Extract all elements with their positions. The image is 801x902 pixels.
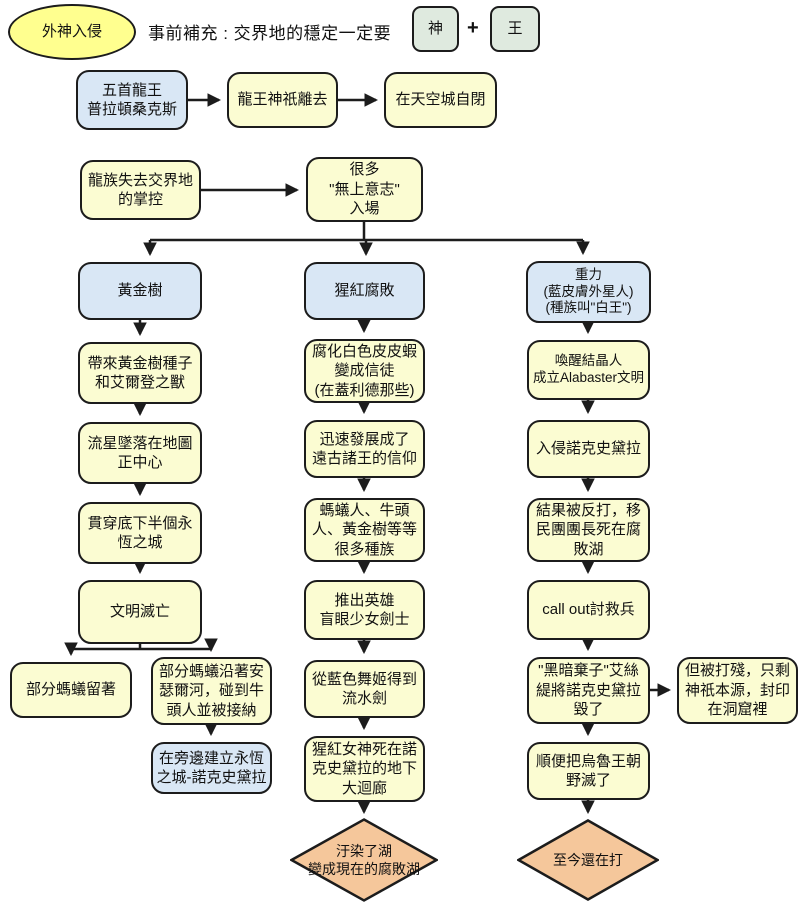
node-label: 部分螞蟻留著 [25,681,116,699]
flow-node-dragon-depart: 龍王神祇離去 [227,72,338,128]
flow-node-grav-callout: call out討救兵 [527,580,650,640]
diamond-shape [517,819,659,901]
origin-label: 外神入侵 [41,23,102,41]
node-label: 推出英雄 盲眼少女劍士 [319,591,410,629]
flow-node-ants-stay: 部分螞蟻留著 [10,662,132,718]
node-label: 但被打殘，只剩 神祇本源，封印 在洞窟裡 [684,662,790,719]
flow-node-outer-gods: 很多 "無上意志" 入場 [306,157,423,222]
god-box: 神 [412,6,459,52]
flow-node-rot-believers: 腐化白色皮皮蝦 變成信徒 (在蓋利德那些) [304,339,425,403]
diamond-shape [290,818,438,902]
flow-node-nokstella: 在旁邊建立永恆 之城-諾克史黛拉 [151,742,272,794]
node-label: 龍王神祇離去 [237,91,328,109]
flow-node-erd-seed: 帶來黃金樹種子 和艾爾登之獸 [78,342,202,404]
node-label: 結果被反打，移 民團團長死在腐 敗湖 [535,501,641,558]
plus-sign: + [467,17,479,39]
node-label: 文明滅亡 [109,603,170,621]
flow-node-ants-river: 部分螞蟻沿著安 瑟爾河，碰到牛 頭人並被接納 [151,657,272,725]
node-label: 在天空城自閉 [395,91,486,109]
caption-text: 事前補充 : 交界地的穩定一定要 [148,24,392,43]
node-label: 貫穿底下半個永 恆之城 [87,514,193,552]
node-label: 迅速發展成了 遠古諸王的信仰 [311,430,417,468]
node-label: 汙染了湖 變成現在的腐敗湖 [308,842,420,877]
node-label: 喚醒結晶人 成立Alabaster文明 [532,353,645,385]
flow-diamond-rot-end: 汙染了湖 變成現在的腐敗湖 [290,818,438,902]
node-label: 在旁邊建立永恆 之城-諾克史黛拉 [156,749,267,787]
god-label: 神 [427,20,443,38]
flow-node-rot-sword: 從藍色舞姬得到 流水劍 [304,660,425,718]
flow-node-dragons-lost: 龍族失去交界地 的掌控 [80,160,201,220]
flow-node-grav-invade: 入侵諾克史黛拉 [527,420,650,478]
flow-node-sky-city: 在天空城自閉 [384,72,497,128]
flow-node-grav-uhl: 順便把烏魯王朝 野滅了 [527,742,650,800]
flow-node-rot-races: 螞蟻人、牛頭 人、黃金樹等等 很多種族 [304,498,425,562]
node-label: 至今還在打 [553,851,623,868]
node-label: 五首龍王 普拉頓桑克斯 [86,81,177,119]
node-label: 順便把烏魯王朝 野滅了 [535,752,641,790]
node-label: 螞蟻人、牛頭 人、黃金樹等等 很多種族 [311,501,417,558]
node-label: 部分螞蟻沿著安 瑟爾河，碰到牛 頭人並被接納 [158,662,264,719]
node-label: 入侵諾克史黛拉 [535,440,641,458]
flow-node-grav-defeated: 結果被反打，移 民團團長死在腐 敗湖 [527,498,650,562]
node-label: 腐化白色皮皮蝦 變成信徒 (在蓋利德那些) [311,342,417,399]
node-label: call out討救兵 [542,601,635,619]
node-label: 帶來黃金樹種子 和艾爾登之獸 [87,354,193,392]
node-label: 重力 (藍皮膚外星人) (種族叫"白王") [543,266,634,316]
flow-node-erd-collapse: 文明滅亡 [78,580,202,644]
node-label: 流星墜落在地圖 正中心 [87,434,193,472]
flow-diamond-grav-end: 至今還在打 [517,819,659,901]
flow-node-erd-pierce: 貫穿底下半個永 恆之城 [78,502,202,564]
flow-node-rot-faith: 迅速發展成了 遠古諸王的信仰 [304,420,425,478]
king-label: 王 [507,20,523,38]
origin-ellipse: 外神入侵 [8,4,136,60]
node-label: 龍族失去交界地 的掌控 [87,171,193,209]
node-label: 很多 "無上意志" 入場 [329,161,400,218]
flow-node-grav-astel: "黑暗棄子"艾絲 緹將諾克史黛拉 毀了 [527,657,650,724]
flow-node-rot-hero: 推出英雄 盲眼少女劍士 [304,580,425,640]
flow-node-grav-sealed: 但被打殘，只剩 神祇本源，封印 在洞窟裡 [677,657,798,724]
flow-node-rot: 猩紅腐敗 [304,262,425,320]
flow-node-erd-meteor: 流星墜落在地圖 正中心 [78,422,202,484]
node-label: 從藍色舞姬得到 流水劍 [311,670,417,708]
node-label: 猩紅腐敗 [334,282,395,300]
flow-node-erdtree: 黃金樹 [78,262,202,320]
flow-node-grav-crystalians: 喚醒結晶人 成立Alabaster文明 [527,340,650,400]
node-label: 猩紅女神死在諾 克史黛拉的地下 大迴廊 [311,740,417,797]
node-label: 黃金樹 [117,282,163,300]
flow-node-dragon-lord: 五首龍王 普拉頓桑克斯 [76,70,188,130]
node-label: "黑暗棄子"艾絲 緹將諾克史黛拉 毀了 [535,662,641,719]
king-box: 王 [490,6,540,52]
flow-node-gravity: 重力 (藍皮膚外星人) (種族叫"白王") [526,261,651,323]
flow-node-rot-goddess: 猩紅女神死在諾 克史黛拉的地下 大迴廊 [304,736,425,802]
